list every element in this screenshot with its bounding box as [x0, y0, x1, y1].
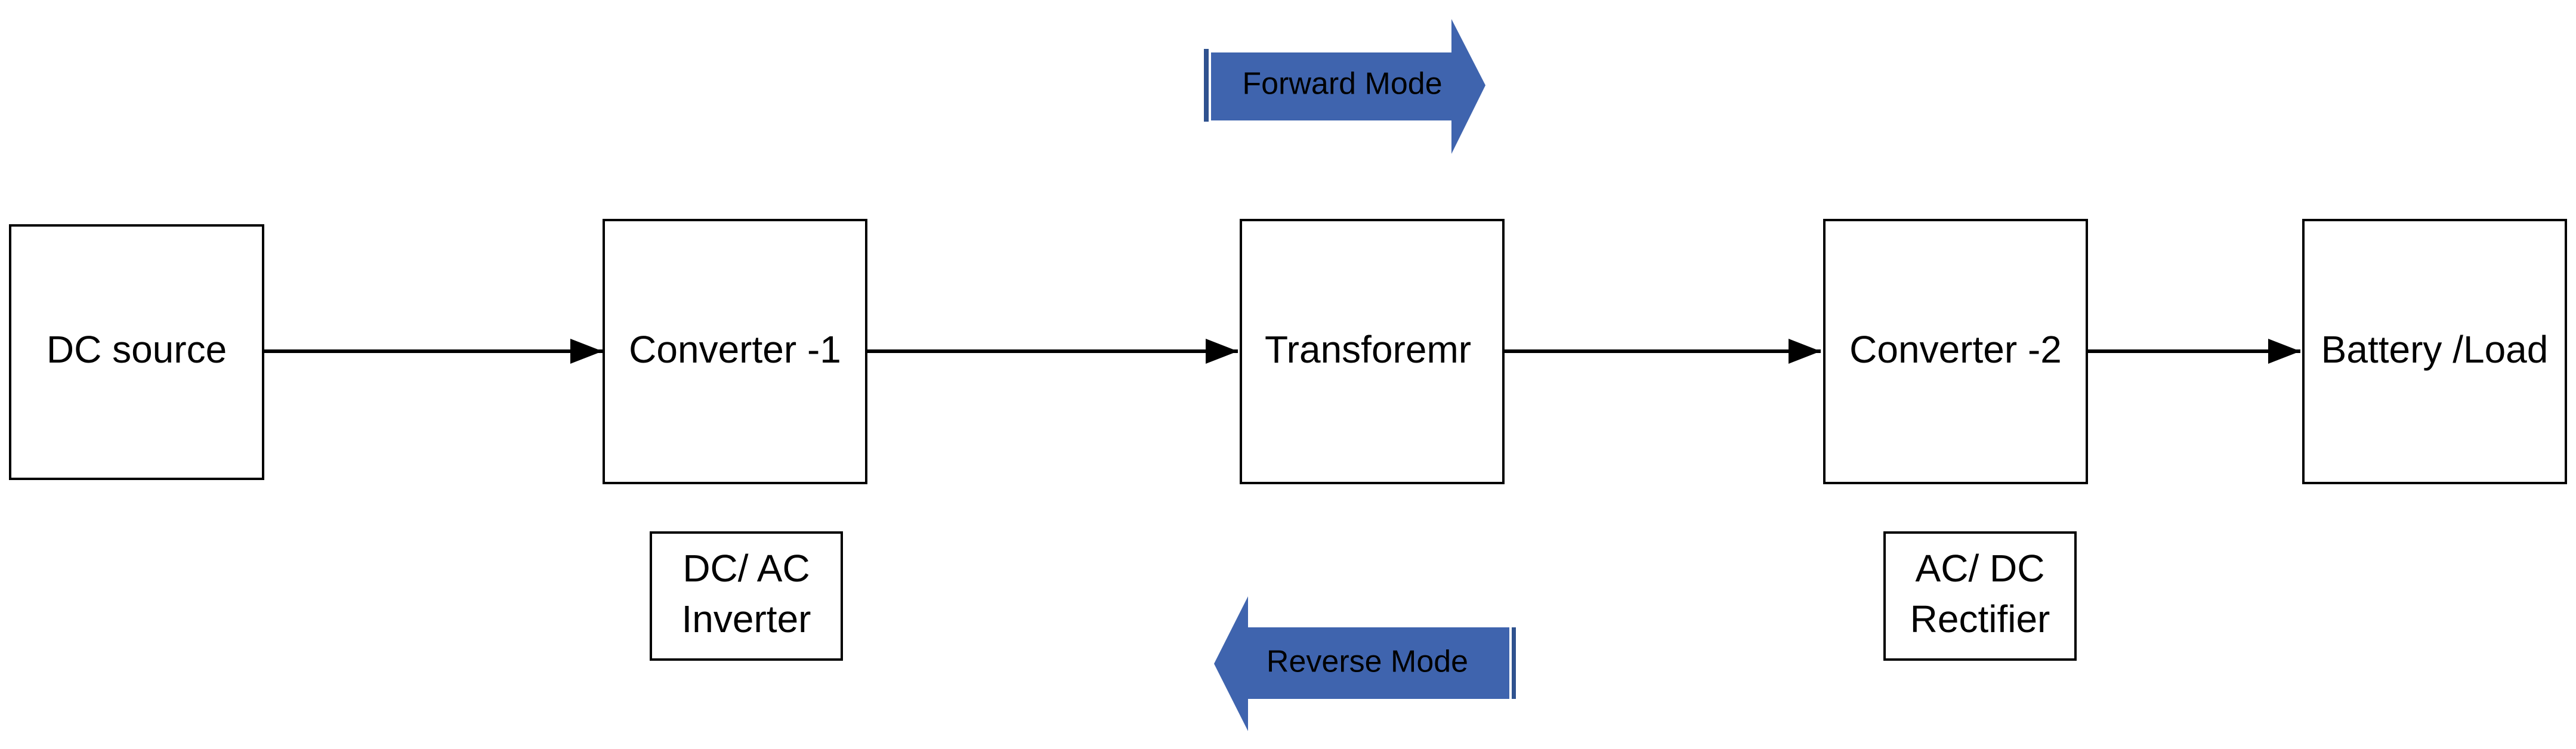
block-converter-1-label: Converter -1 — [629, 328, 841, 371]
forward-mode-arrow: Forward Mode — [1204, 19, 1485, 154]
block-dc-source: DC source — [9, 224, 264, 480]
block-battery-load: Battery /Load — [2302, 219, 2567, 484]
block-converter-1: Converter -1 — [603, 219, 867, 484]
reverse-mode-arrow: Reverse Mode — [1214, 596, 1516, 731]
block-transformer-label: Transforemr — [1265, 328, 1471, 371]
sublabel-inverter-line-2: Inverter — [682, 598, 811, 640]
block-battery-load-frame — [2302, 219, 2567, 484]
block-dc-source-frame — [9, 224, 264, 480]
block-battery-load-label: Battery /Load — [2321, 328, 2549, 371]
sublabel-rectifier-line-2: Rectifier — [1910, 598, 2050, 640]
block-converter-1-frame — [603, 219, 867, 484]
forward-mode-arrow-body — [1211, 19, 1485, 154]
reverse-mode-arrow-edge — [1512, 627, 1516, 699]
block-converter-2: Converter -2 — [1823, 219, 2088, 484]
reverse-mode-arrow-body — [1214, 596, 1509, 731]
sublabel-inverter: DC/ AC Inverter — [650, 531, 843, 661]
block-dc-source-label: DC source — [47, 328, 227, 371]
reverse-mode-label: Reverse Mode — [1267, 645, 1468, 679]
forward-mode-arrow-edge — [1204, 49, 1209, 122]
block-transformer: Transforemr — [1240, 219, 1505, 484]
forward-mode-label: Forward Mode — [1242, 67, 1442, 101]
sublabel-rectifier: AC/ DC Rectifier — [1883, 531, 2077, 661]
sublabel-inverter-line-1: DC/ AC — [682, 547, 810, 590]
block-converter-2-frame — [1823, 219, 2088, 484]
sublabel-rectifier-line-1: AC/ DC — [1916, 547, 2045, 590]
block-transformer-frame — [1240, 219, 1505, 484]
sublabel-rectifier-frame — [1883, 531, 2077, 661]
block-converter-2-label: Converter -2 — [1849, 328, 2062, 371]
sublabel-inverter-frame — [650, 531, 843, 661]
